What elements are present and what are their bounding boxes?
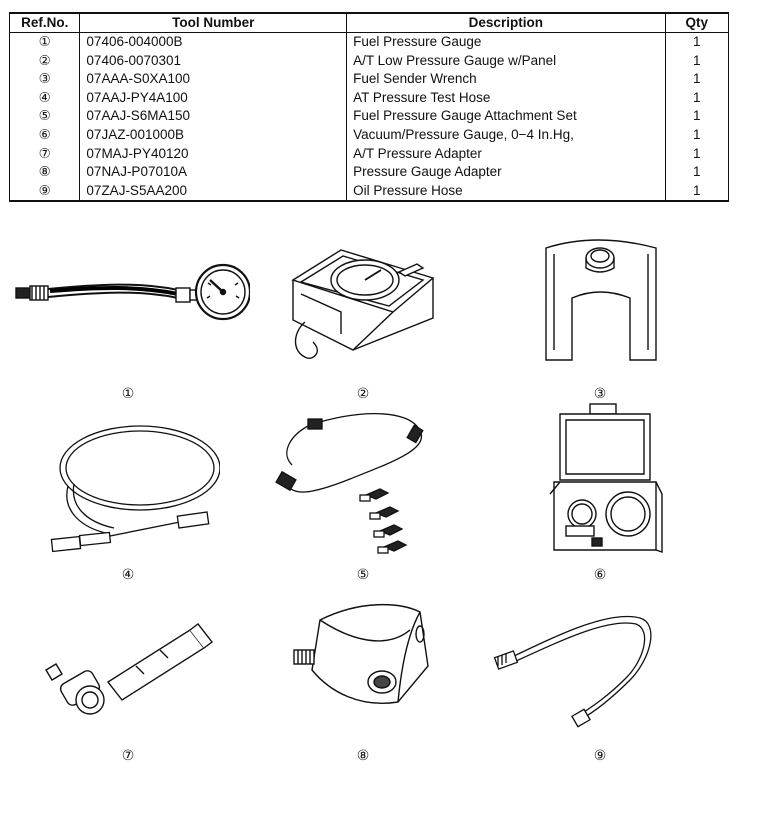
qty-cell: 1 <box>664 144 730 164</box>
illustration-label: ② <box>356 386 370 402</box>
pressure-test-hose-illustration <box>50 425 220 553</box>
illustration-label: ⑨ <box>593 748 607 764</box>
description-cell: A/T Low Pressure Gauge w/Panel <box>346 51 666 71</box>
description-cell: Pressure Gauge Adapter <box>346 163 666 182</box>
ref-cell: ① <box>8 32 81 52</box>
header-qty: Qty <box>664 12 730 33</box>
table-row: ① 07406-004000B Fuel Pressure Gauge 1 <box>8 32 730 52</box>
qty-cell: 1 <box>664 32 730 52</box>
table-row: ⑥ 07JAZ-001000B Vacuum/Pressure Gauge, 0… <box>8 125 730 145</box>
ref-cell: ② <box>8 51 81 71</box>
tool-number-cell: 07JAZ-001000B <box>79 125 348 145</box>
fuel-sender-wrench-illustration <box>545 239 657 361</box>
qty-cell: 1 <box>664 181 730 203</box>
ref-cell: ⑥ <box>8 125 81 145</box>
qty-cell: 1 <box>664 51 730 71</box>
description-cell: Oil Pressure Hose <box>346 181 666 203</box>
illustration-label: ① <box>121 386 135 402</box>
illustration-label: ⑤ <box>356 567 370 583</box>
illustration-label: ⑦ <box>121 748 135 764</box>
illustration-label: ⑥ <box>593 567 607 583</box>
table-row: ③ 07AAA-S0XA100 Fuel Sender Wrench 1 <box>8 70 730 89</box>
qty-cell: 1 <box>664 125 730 145</box>
low-pressure-gauge-panel-illustration <box>291 249 435 359</box>
illustration-label: ⑧ <box>356 748 370 764</box>
tool-number-cell: 07406-004000B <box>79 32 348 52</box>
qty-cell: 1 <box>664 88 730 108</box>
tool-number-cell: 07406-0070301 <box>79 51 348 71</box>
header-tool-number: Tool Number <box>79 12 348 33</box>
description-cell: A/T Pressure Adapter <box>346 144 666 164</box>
table-row: ④ 07AAJ-PY4A100 AT Pressure Test Hose 1 <box>8 88 730 108</box>
tool-number-cell: 07AAJ-S6MA150 <box>79 107 348 126</box>
pressure-adapter-illustration <box>45 623 213 715</box>
qty-cell: 1 <box>664 107 730 126</box>
tool-number-cell: 07MAJ-PY40120 <box>79 144 348 164</box>
description-cell: Fuel Pressure Gauge Attachment Set <box>346 107 666 126</box>
illustration-label: ④ <box>121 567 135 583</box>
tool-number-cell: 07AAJ-PY4A100 <box>79 88 348 108</box>
tool-number-cell: 07ZAJ-S5AA200 <box>79 181 348 203</box>
ref-cell: ③ <box>8 70 81 89</box>
pressure-gauge-adapter-illustration <box>293 603 429 704</box>
attachment-set-illustration <box>275 413 424 554</box>
table-row: ⑤ 07AAJ-S6MA150 Fuel Pressure Gauge Atta… <box>8 107 730 126</box>
tool-number-cell: 07AAA-S0XA100 <box>79 70 348 89</box>
header-description: Description <box>346 12 666 33</box>
ref-cell: ④ <box>8 88 81 108</box>
ref-cell: ⑧ <box>8 163 81 182</box>
fuel-pressure-gauge-illustration <box>15 263 250 321</box>
tool-number-cell: 07NAJ-P07010A <box>79 163 348 182</box>
table-row: ⑨ 07ZAJ-S5AA200 Oil Pressure Hose 1 <box>8 181 730 203</box>
tools-table: Ref.No. Tool Number Description Qty ① 07… <box>8 12 730 203</box>
description-cell: AT Pressure Test Hose <box>346 88 666 108</box>
qty-cell: 1 <box>664 163 730 182</box>
ref-cell: ⑨ <box>8 181 81 203</box>
table-row: ⑧ 07NAJ-P07010A Pressure Gauge Adapter 1 <box>8 163 730 182</box>
table-row: ② 07406-0070301 A/T Low Pressure Gauge w… <box>8 51 730 71</box>
description-cell: Fuel Pressure Gauge <box>346 32 666 52</box>
table-row: ⑦ 07MAJ-PY40120 A/T Pressure Adapter 1 <box>8 144 730 164</box>
header-ref-no: Ref.No. <box>8 12 81 33</box>
illustration-label: ③ <box>593 386 607 402</box>
table-header-row: Ref.No. Tool Number Description Qty <box>8 12 730 33</box>
description-cell: Fuel Sender Wrench <box>346 70 666 89</box>
vacuum-pressure-gauge-case-illustration <box>549 403 663 553</box>
ref-cell: ⑤ <box>8 107 81 126</box>
oil-pressure-hose-illustration <box>493 615 652 728</box>
qty-cell: 1 <box>664 70 730 89</box>
ref-cell: ⑦ <box>8 144 81 164</box>
description-cell: Vacuum/Pressure Gauge, 0−4 In.Hg, <box>346 125 666 145</box>
